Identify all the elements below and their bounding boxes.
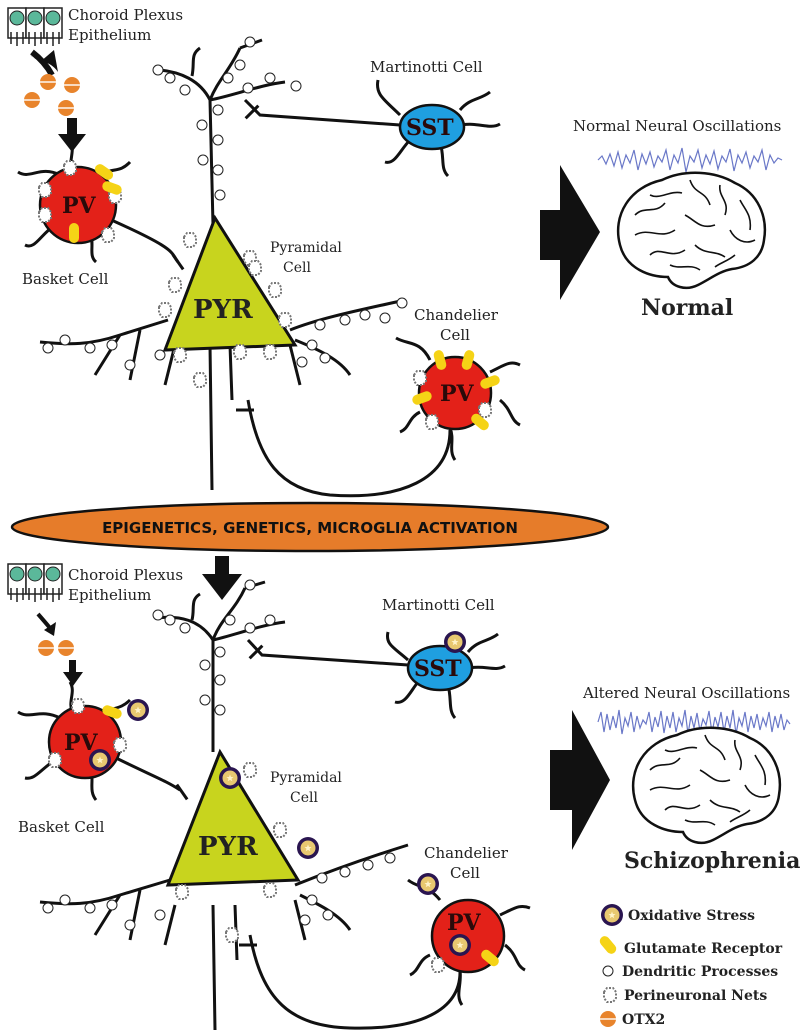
- pv-basket-label: PV: [62, 193, 97, 219]
- chandelier-label: Chandelier: [424, 844, 509, 862]
- epigenetics-band: EPIGENETICS, GENETICS, MICROGLIA ACTIVAT…: [10, 501, 610, 553]
- oxidative-stress-icon: [601, 904, 623, 926]
- choroid-label: Choroid Plexus: [68, 566, 183, 584]
- pyramidal-label: Pyramidal: [270, 770, 342, 786]
- choroid-plexus-icon: [7, 563, 63, 602]
- legend-label-pnn: Perineuronal Nets: [624, 988, 767, 1004]
- otx2-icon: [600, 1011, 616, 1027]
- perineuronal-net-icon: [603, 987, 617, 1003]
- pyr-label: PYR: [198, 832, 258, 862]
- pyramidal-label: Pyramidal: [270, 240, 342, 256]
- martinotti-label: Martinotti Cell: [370, 58, 483, 76]
- pyramidal-cell: PYR: [158, 214, 298, 388]
- pyramidal-cell: PYR: [165, 748, 319, 943]
- altered-oscillation-trace: [597, 709, 791, 735]
- glutamate-receptor-icon: [597, 934, 619, 956]
- down-arrow-icon: [63, 660, 83, 686]
- outcome-arrow-icon: [550, 710, 610, 850]
- choroid-label: Choroid Plexus: [68, 6, 183, 24]
- pv-basket-cell: PV: [17, 139, 180, 264]
- choroid-label-2: Epithelium: [68, 26, 151, 44]
- bottom-panel: Choroid Plexus Epithelium PV Basket Cell: [7, 563, 800, 1031]
- pv-chandelier-label: PV: [440, 381, 475, 407]
- dendritic-process-icon: [602, 965, 614, 977]
- chandelier-label: Chandelier: [414, 306, 499, 324]
- sst-martinotti-cell: SST: [243, 79, 501, 178]
- pv-chandelier-cell: PV: [246, 336, 521, 498]
- top-panel: Choroid Plexus Epithelium: [7, 6, 783, 498]
- pv-chandelier-cell: PV: [248, 873, 531, 1030]
- normal-outcome-label: Normal: [641, 295, 733, 321]
- choroid-plexus-icon: [7, 7, 63, 46]
- basket-cell-label: Basket Cell: [22, 270, 109, 288]
- basket-cell-label: Basket Cell: [18, 818, 105, 836]
- chandelier-label-2: Cell: [440, 326, 470, 344]
- legend-label-otx2: OTX2: [622, 1012, 665, 1028]
- normal-oscillation-trace: [597, 147, 783, 173]
- otx2-icon: [24, 74, 80, 116]
- otx2-icon: [38, 640, 74, 656]
- martinotti-label: Martinotti Cell: [382, 596, 495, 614]
- schizophrenia-outcome-label: Schizophrenia: [624, 848, 800, 874]
- band-down-arrow-icon: [202, 556, 242, 600]
- sst-label: SST: [406, 115, 454, 141]
- choroid-label-2: Epithelium: [68, 586, 151, 604]
- legend-label-glutamate: Glutamate Receptor: [624, 941, 783, 957]
- chandelier-label-2: Cell: [450, 864, 480, 882]
- brain-schizophrenia-icon: [631, 726, 782, 845]
- outcome-arrow-icon: [540, 165, 600, 300]
- legend-label-oxidative: Oxidative Stress: [628, 908, 755, 924]
- secretion-arrow-icon: [36, 612, 52, 630]
- oscillation-label: Altered Neural Oscillations: [582, 684, 790, 702]
- pv-chandelier-label: PV: [447, 910, 482, 936]
- pv-basket-cell: PV: [17, 681, 181, 801]
- oscillation-label: Normal Neural Oscillations: [573, 117, 781, 135]
- sst-label: SST: [414, 656, 462, 682]
- pyramidal-label-2: Cell: [283, 260, 311, 276]
- pv-basket-label: PV: [64, 730, 99, 756]
- band-label: EPIGENETICS, GENETICS, MICROGLIA ACTIVAT…: [102, 519, 518, 537]
- pyramidal-label-2: Cell: [290, 790, 318, 806]
- sst-martinotti-cell: SST: [246, 631, 506, 719]
- brain-normal-icon: [616, 171, 767, 290]
- legend-label-dendritic: Dendritic Processes: [622, 964, 778, 980]
- legend: Oxidative Stress Glutamate Receptor Dend…: [597, 904, 783, 1028]
- pyr-label: PYR: [193, 295, 253, 325]
